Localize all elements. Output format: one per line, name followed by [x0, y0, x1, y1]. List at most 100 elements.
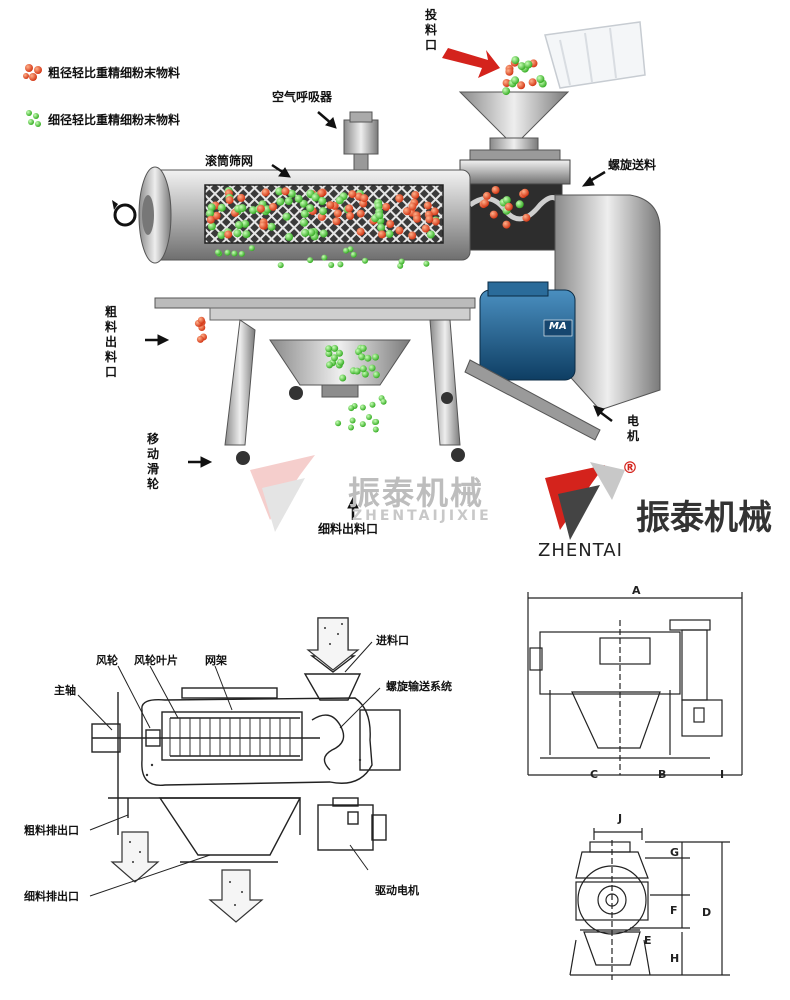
casters-label: 移动滑轮 [146, 432, 159, 491]
fine-particle [300, 218, 308, 227]
fine-particle [359, 421, 366, 428]
coarse-particle [317, 189, 326, 198]
fine-particle [343, 247, 349, 254]
coarse-particle [489, 210, 498, 219]
fine-particle [337, 261, 344, 268]
coarse-particle [196, 335, 204, 343]
coarse-particle [212, 211, 221, 220]
fine-particle [282, 212, 291, 221]
fine-particle [517, 62, 526, 71]
coarse-particle [348, 190, 357, 199]
dim-C: C [590, 768, 599, 781]
fine-particle [511, 56, 520, 65]
feed-inlet-label: 进料口 [376, 634, 409, 647]
fine-particle [294, 194, 303, 203]
coarse-particle [356, 209, 365, 218]
legend-fine-icon [26, 110, 41, 127]
legend-fine-label: 细径轻比重精细粉末物料 [48, 113, 181, 127]
dim-H: H [670, 952, 680, 965]
coarse-particle [425, 215, 434, 224]
brand-name: 振泰机械 [636, 498, 772, 538]
fine-particle [217, 231, 226, 240]
fine-particle [207, 203, 216, 212]
coarse-particle [408, 231, 417, 240]
material-particles [194, 56, 547, 433]
blades-label: 风轮叶片 [134, 654, 178, 667]
fine-particle [299, 199, 308, 208]
fine-particle [301, 228, 310, 237]
legend-coarse-label: 粗径轻比重精细粉末物料 [48, 66, 181, 80]
fine-particle [284, 197, 293, 206]
fine-particle [215, 249, 221, 256]
coarse-particle [481, 199, 489, 208]
coarse-particle [520, 188, 529, 197]
fine-particle [353, 367, 361, 375]
mesh-frame-label: 网架 [205, 654, 227, 667]
fine-particle [325, 345, 333, 353]
coarse-particle [505, 67, 514, 76]
fine-particle [426, 230, 435, 239]
fine-particle [326, 361, 333, 369]
inlet-arrow-icon [306, 617, 360, 671]
feed-bag [544, 21, 646, 89]
fine-particle [306, 204, 315, 213]
fine-particle [331, 354, 338, 362]
fine-particle [369, 401, 376, 408]
drum-screen-label: 滚筒筛网 [205, 154, 254, 168]
breather-label: 空气呼吸器 [272, 90, 333, 104]
impeller-label: 风轮 [96, 654, 118, 667]
fine-particle [238, 204, 247, 213]
coarse-particle [395, 226, 404, 235]
dimension-drawing [527, 592, 743, 980]
fine-particle [368, 364, 376, 372]
fine-particle [319, 207, 327, 216]
fine-particle [372, 353, 379, 361]
machine-illustration [23, 21, 661, 540]
coarse-particle [491, 186, 500, 194]
fine-particle [249, 206, 258, 215]
fine-particle [373, 418, 380, 425]
coarse-particle [206, 215, 215, 224]
fine-particle [235, 221, 243, 229]
fine-particle [241, 219, 250, 228]
fine-particle [307, 228, 316, 237]
coarse-particle [502, 220, 511, 229]
coarse-particle [413, 214, 421, 223]
watermark-pinyin: ZHENTAIJIXIE [352, 508, 492, 524]
fine-particle [398, 258, 405, 265]
fine-particle [300, 209, 309, 218]
fine-particle [358, 353, 366, 361]
coarse-particle [346, 211, 355, 220]
coarse-particle [345, 204, 354, 213]
coarse-particle [356, 227, 365, 236]
coarse-particle [517, 81, 526, 90]
fine-particle [536, 75, 545, 83]
fine-particle [276, 197, 285, 206]
cutaway-schematic [77, 617, 401, 923]
coarse-particle [528, 78, 537, 87]
legend-coarse-icon [23, 64, 42, 81]
motor-label: 电机 [626, 414, 639, 443]
coarse-particle [259, 221, 268, 230]
fine-particle [277, 262, 284, 269]
fine-particle [206, 209, 214, 218]
fine-particle [502, 87, 511, 96]
coarse-particle [269, 202, 277, 211]
coarse-particle [522, 213, 531, 222]
coarse-particle [502, 79, 511, 87]
fine-outlet-label: 细料出料口 [318, 522, 379, 536]
fine-particle [339, 374, 347, 382]
fine-particle [207, 222, 216, 231]
coarse-particle [504, 202, 513, 211]
fine-particle [364, 354, 372, 362]
dim-D: D [702, 906, 712, 919]
fine-particle [337, 358, 345, 366]
coarse-particle [333, 209, 342, 218]
brand-logo-icon [545, 462, 625, 540]
brand-en: ZHENTAI [538, 540, 623, 561]
fine-particle [231, 250, 238, 257]
fine-particle [335, 420, 342, 427]
fine-particle [524, 60, 533, 69]
dim-J: J [618, 812, 623, 825]
drive-motor-label: 驱动电机 [375, 884, 419, 897]
